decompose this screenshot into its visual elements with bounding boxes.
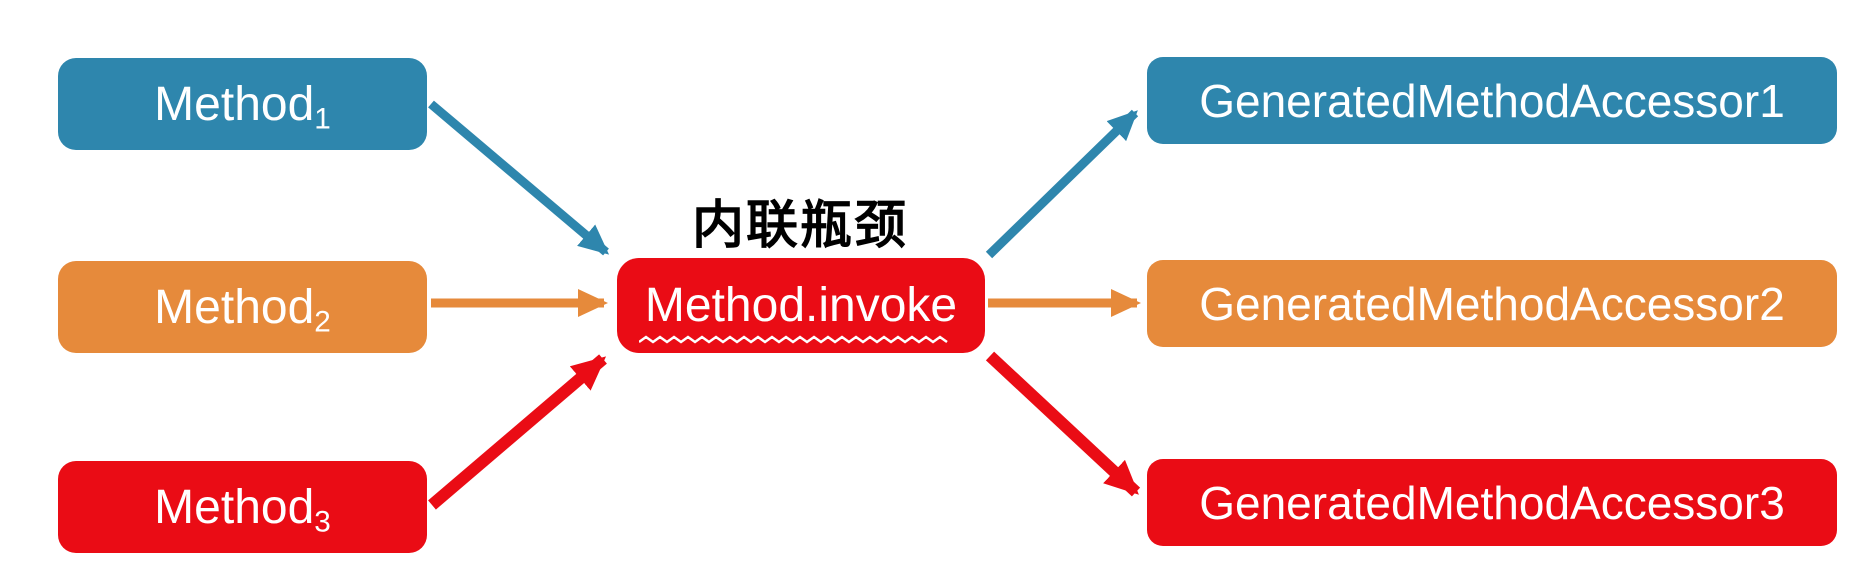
- bottleneck-label: 内联瓶颈: [691, 197, 908, 255]
- method2-subscript: 2: [314, 304, 331, 338]
- box-method-invoke-label: Method.invoke: [644, 279, 958, 332]
- arrow-invoke-to-accessor3: [985, 351, 1141, 497]
- box-generated-method-accessor1-label: GeneratedMethodAccessor1: [1199, 74, 1785, 127]
- box-method3-label: Method3: [154, 480, 331, 538]
- box-generated-method-accessor3-label: GeneratedMethodAccessor3: [1199, 476, 1785, 529]
- box-generated-method-accessor2: GeneratedMethodAccessor2: [1147, 260, 1837, 347]
- box-method1: Method1: [58, 58, 427, 150]
- method3-subscript: 3: [314, 504, 331, 538]
- box-method3: Method3: [58, 461, 427, 553]
- box-method1-label: Method1: [154, 77, 331, 135]
- box-method-invoke: Method.invoke: [617, 258, 985, 353]
- arrow-invoke-to-accessor1: [985, 109, 1139, 259]
- box-method2: Method2: [58, 261, 427, 353]
- box-method2-label: Method2: [154, 280, 331, 338]
- box-generated-method-accessor3: GeneratedMethodAccessor3: [1147, 459, 1837, 546]
- spellcheck-squiggle-icon: [639, 335, 948, 344]
- method1-subscript: 1: [314, 101, 331, 135]
- box-generated-method-accessor2-label: GeneratedMethodAccessor2: [1199, 277, 1785, 330]
- arrow-method1-to-invoke: [428, 100, 610, 256]
- arrow-method3-to-invoke: [428, 354, 607, 510]
- box-generated-method-accessor1: GeneratedMethodAccessor1: [1147, 57, 1837, 144]
